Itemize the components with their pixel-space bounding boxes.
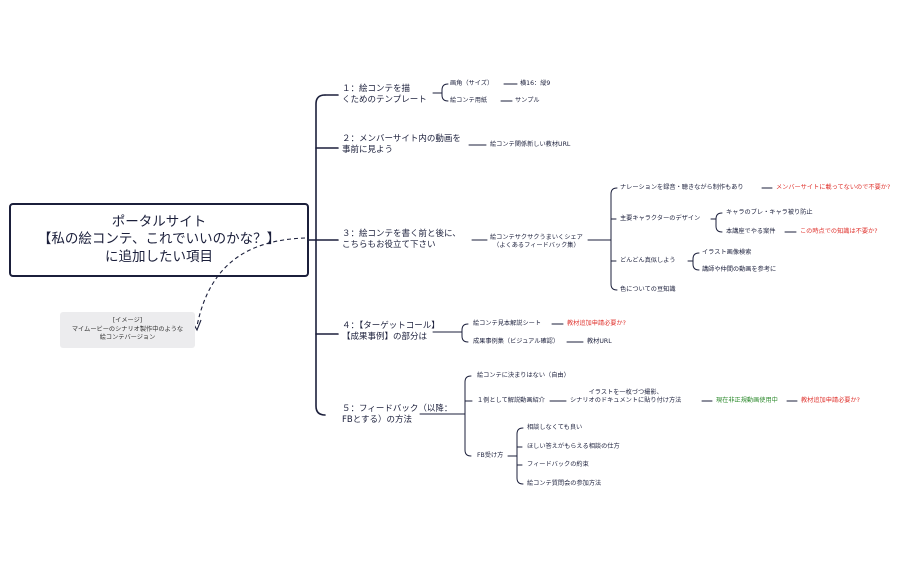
branch-line: ２：メンバーサイト内の動画を — [342, 134, 461, 144]
branch-line: １：絵コンテを描 — [342, 84, 411, 94]
topic-reference-videos[interactable]: 講師や仲間の動画を参考に — [702, 266, 777, 273]
topic-case-studies[interactable]: 成果事例集（ビジュアル確認） — [473, 338, 560, 345]
branch-line: くためのテンプレート — [342, 94, 427, 105]
topic-paper[interactable]: 絵コンテ用紙 — [450, 97, 488, 104]
branch-feedback-method[interactable]: ５：フィードバック（以降： FBとする）の方法 — [342, 404, 452, 425]
topic-paste-method[interactable]: イラストを一枚づつ撮影、 シナリオのドキュメントに貼り付け方法 — [570, 389, 681, 405]
topic-sample[interactable]: サンプル — [515, 97, 540, 104]
topic-ratio[interactable]: 横16：縦9 — [520, 80, 551, 87]
topic-aspect[interactable]: 画角（サイズ） — [450, 80, 494, 87]
topic-fb-promise[interactable]: フィードバックの約束 — [527, 461, 589, 468]
topic-color-tips[interactable]: 色についての豆知識 — [620, 286, 676, 293]
branch-line: FBとする）の方法 — [342, 414, 412, 425]
topic-feedback-collection[interactable]: 絵コンテサクサクうまいくシェア （よくあるフィードバック集） — [490, 234, 583, 250]
root-line: に追加したい項目 — [105, 248, 213, 265]
topic-character-consistency[interactable]: キャラのブレ・キャラ被り防止 — [726, 209, 813, 216]
red-note[interactable]: この時点での知識は不要か? — [800, 228, 878, 235]
topic-character-design[interactable]: 主要キャラクターのデザイン — [620, 215, 701, 222]
note-line: 絵コンテバージョン — [99, 334, 156, 342]
branch-member-videos[interactable]: ２：メンバーサイト内の動画を 事前に見よう — [342, 134, 461, 155]
topic-course-project[interactable]: 本講座でやる案件 — [726, 228, 776, 235]
hub-line: （よくあるフィードバック集） — [493, 241, 580, 249]
branch-target-call[interactable]: ４：【ターゲットコール】 【成果事例】の部分は — [342, 321, 440, 342]
branch-line: ４：【ターゲットコール】 — [342, 321, 440, 331]
root-line: 【私の絵コンテ、これでいいのかな？】 — [37, 231, 281, 248]
topic-example-video[interactable]: １例として解説動画紹介 — [477, 397, 545, 404]
child-line: シナリオのドキュメントに貼り付け方法 — [570, 396, 682, 404]
topic-no-consult[interactable]: 相談しなくても良い — [527, 424, 583, 431]
branch-template[interactable]: １：絵コンテを描 くためのテンプレート — [342, 84, 427, 105]
green-status[interactable]: 現在非正規動画使用中 — [716, 397, 778, 404]
topic-how-to-consult[interactable]: ほしい答えがもらえる相談の仕方 — [527, 443, 620, 450]
branch-line: 事前に見よう — [342, 144, 394, 155]
topic-narration[interactable]: ナレーションを録音・聴きながら制作もあり — [620, 184, 744, 191]
topic-qa-session[interactable]: 絵コンテ質問会の参加方法 — [527, 480, 602, 487]
branch-line: ３：絵コンテを書く前と後に、 — [342, 229, 461, 239]
child-line: イラストを一枚づつ撮影、 — [588, 389, 663, 396]
topic-new-material-url[interactable]: 絵コンテ関係新しい教材URL — [490, 141, 571, 148]
branch-line: ５：フィードバック（以降： — [342, 404, 453, 414]
red-note[interactable]: 教材追加申請必要か? — [567, 320, 626, 327]
red-note[interactable]: 教材追加申請必要か? — [801, 397, 860, 404]
root-topic[interactable]: ポータルサイト 【私の絵コンテ、これでいいのかな？】 に追加したい項目 — [9, 203, 309, 277]
topic-no-rules[interactable]: 絵コンテに決まりはない（自由） — [477, 372, 570, 379]
hub-line: 絵コンテサクサクうまいくシェア — [490, 234, 583, 241]
note-line: [イメージ] — [112, 317, 143, 325]
note-line: マイムービーのシナリオ製作中のような — [71, 325, 184, 333]
topic-imitate[interactable]: どんどん真似しよう — [620, 257, 676, 264]
topic-material-url[interactable]: 教材URL — [587, 338, 612, 345]
branch-line: 【成果事例】の部分は — [342, 331, 428, 342]
topic-image-search[interactable]: イラスト画像検索 — [702, 249, 752, 256]
red-note[interactable]: メンバーサイトに載ってないので不要か? — [776, 184, 891, 191]
image-note[interactable]: [イメージ] マイムービーのシナリオ製作中のような 絵コンテバージョン — [60, 312, 195, 348]
branch-line: こちらもお役立て下さい — [342, 239, 436, 250]
topic-fb-receive[interactable]: FB受け方 — [477, 452, 504, 459]
topic-sample-sheet[interactable]: 絵コンテ見本解説シート — [473, 320, 542, 327]
branch-useful-tips[interactable]: ３：絵コンテを書く前と後に、 こちらもお役立て下さい — [342, 229, 461, 250]
root-line: ポータルサイト — [111, 213, 207, 230]
